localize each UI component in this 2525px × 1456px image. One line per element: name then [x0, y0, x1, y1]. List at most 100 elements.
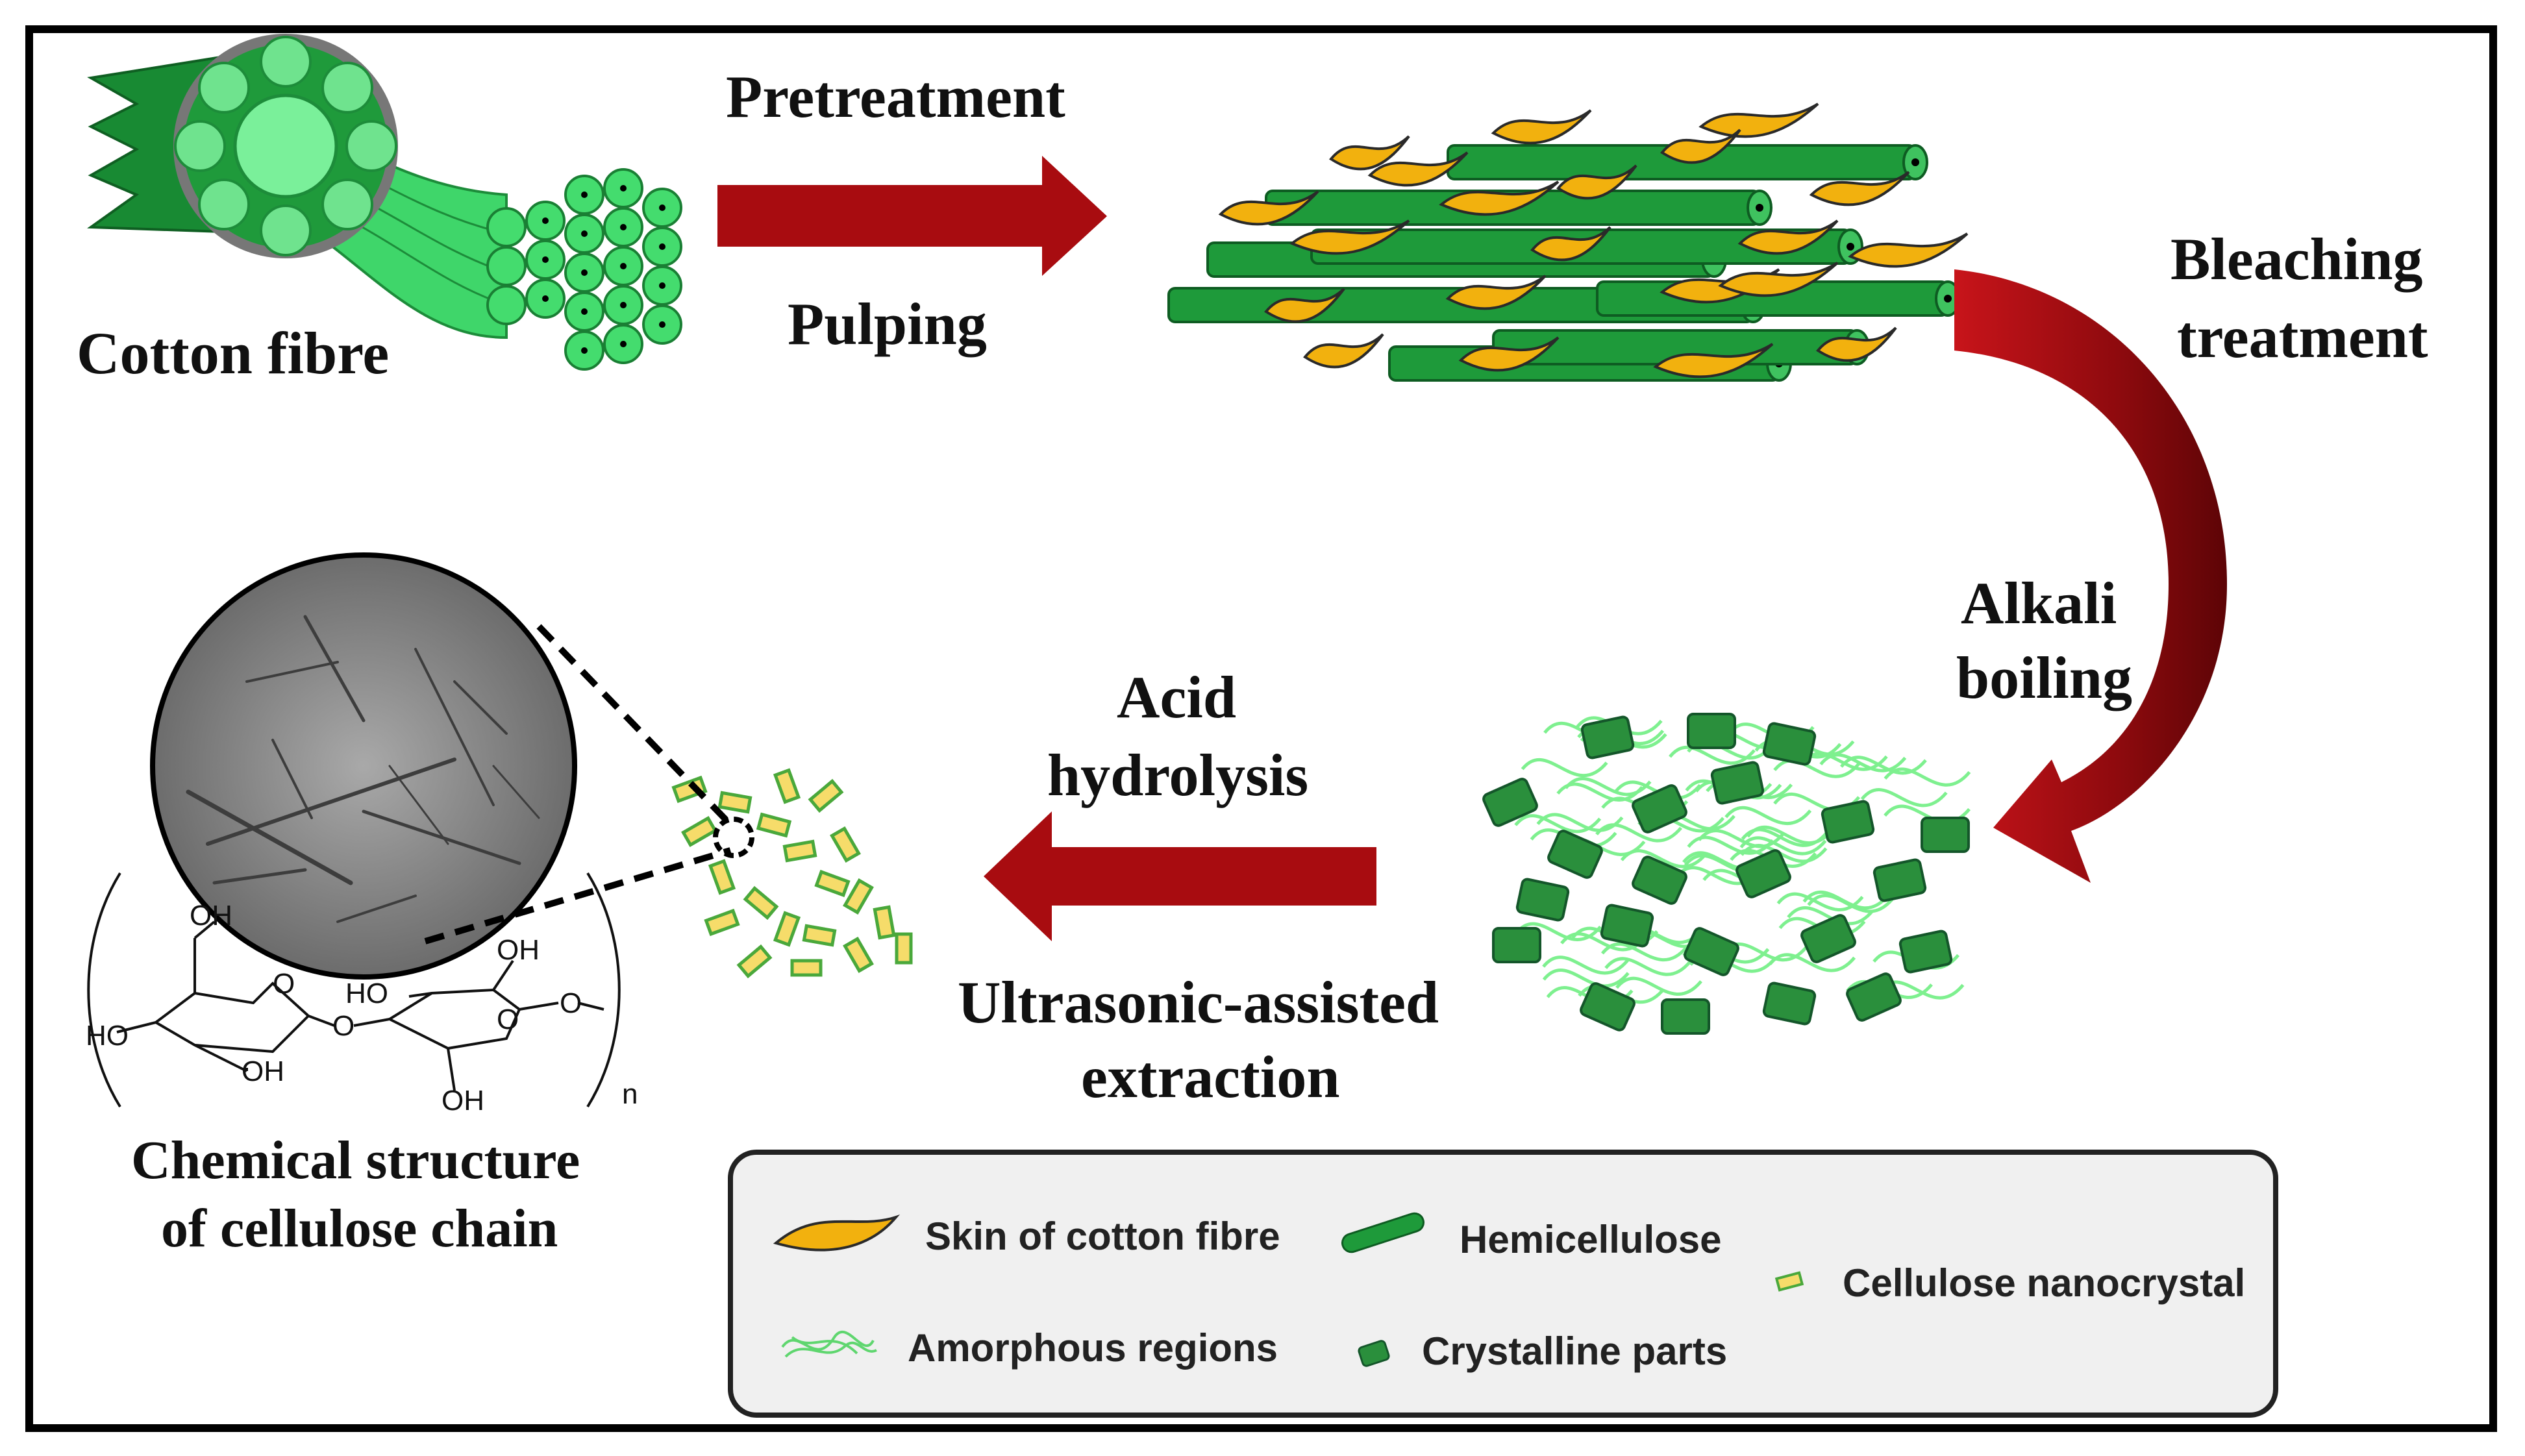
nanocrystal — [843, 878, 874, 915]
nanocrystal — [743, 885, 779, 920]
fibril-core — [542, 217, 549, 224]
skin-flake — [1809, 171, 1910, 206]
nanocrystal — [895, 932, 913, 965]
arrow-acid-hydrolysis — [984, 811, 1376, 941]
amorphous-strand — [1776, 892, 1864, 912]
skin-flake — [1530, 226, 1611, 262]
svg-text:HO: HO — [86, 1020, 129, 1052]
legend-panel: Skin of cotton fibre Hemicellulose Cellu… — [728, 1150, 2278, 1418]
fibril-core — [620, 224, 627, 230]
crystalline-block — [1762, 981, 1817, 1026]
skin-flake — [1303, 333, 1384, 369]
nanocrystal — [790, 959, 823, 977]
tem-nanofibre — [271, 739, 313, 819]
fibril-core — [659, 243, 665, 250]
tem-nanofibre — [212, 868, 307, 885]
amorphous-strand — [1615, 976, 1702, 996]
tube-core — [1944, 295, 1952, 302]
svg-text:O: O — [497, 1004, 519, 1035]
amorphous-strand — [1521, 758, 1608, 778]
crystalline-block — [1515, 878, 1570, 922]
tem-nanofibre — [245, 661, 339, 683]
amorphous-strand — [1595, 823, 1683, 843]
nanocrystal — [873, 905, 896, 940]
crystalline-block — [1600, 904, 1654, 948]
amorphous-strand — [1769, 953, 1856, 972]
label-alkali-1: Alkali — [1961, 570, 2117, 636]
tem-nanofibre — [414, 648, 495, 806]
crystalline-block — [1684, 927, 1739, 976]
nanocrystal — [802, 924, 837, 947]
fibril-core — [581, 269, 588, 276]
legend-nanocrystal-label: Cellulose nanocrystal — [1843, 1261, 2245, 1305]
skin-flake — [1556, 164, 1637, 200]
label-ultrasonic-2: extraction — [1081, 1044, 1340, 1110]
tube-core — [1847, 243, 1854, 251]
crystalline-block — [1661, 998, 1710, 1035]
crystalline-block — [1632, 784, 1687, 833]
crystalline-block — [1482, 778, 1538, 827]
svg-text:O: O — [332, 1010, 354, 1042]
crystalline-block — [1687, 713, 1736, 749]
crystalline-block — [1898, 930, 1953, 974]
label-chem-1: Chemical structure — [131, 1130, 580, 1191]
skin-flake — [1653, 343, 1774, 378]
amorphous-strand — [1604, 957, 1692, 976]
skin-flake — [1491, 109, 1592, 145]
fibril-core — [542, 295, 549, 302]
nanocrystal — [736, 944, 773, 979]
amorphous-strand — [1773, 759, 1861, 778]
nanocrystal — [843, 937, 874, 973]
crystalline-block — [1547, 830, 1603, 879]
skin-flake — [1218, 190, 1319, 226]
nanocrystal — [756, 812, 792, 838]
tem-nanofibre — [303, 615, 366, 722]
label-chem-2: of cellulose chain — [161, 1198, 558, 1259]
legend-hemicellulose-label: Hemicellulose — [1460, 1218, 1722, 1261]
nanocrystal — [708, 859, 736, 895]
amorphous-strand — [1620, 849, 1708, 869]
label-ultrasonic-1: Ultrasonic-assisted — [958, 969, 1439, 1035]
amorphous-strand — [1739, 836, 1827, 856]
skin-flake — [1458, 336, 1560, 372]
amorphous-strand — [1600, 942, 1688, 962]
crystalline-block — [1921, 817, 1970, 853]
crystalline-block — [1800, 914, 1856, 963]
amorphous-strand — [1697, 829, 1785, 848]
crystalline-block — [1492, 927, 1541, 963]
svg-text:OH: OH — [190, 900, 232, 932]
legend-crystalline-swatch — [1358, 1340, 1390, 1367]
skin-flake — [1329, 135, 1410, 171]
label-acid-1: Acid — [1117, 664, 1236, 730]
label-pretreatment: Pretreatment — [726, 64, 1065, 130]
amorphous-strand — [1542, 969, 1630, 988]
fibril-core — [620, 341, 627, 347]
amorphous-strand — [1724, 806, 1812, 826]
svg-text:OH: OH — [442, 1085, 484, 1117]
fibril-core — [659, 321, 665, 328]
skin-flake — [1816, 327, 1897, 362]
fibril — [486, 207, 527, 247]
amorphous-strand — [1515, 922, 1602, 941]
cellulose-chemical-structure — [87, 872, 621, 1108]
label-acid-2: hydrolysis — [1047, 742, 1308, 808]
amorphous-strand — [1542, 956, 1630, 975]
nanocrystal — [830, 826, 861, 863]
skin-flake — [1439, 180, 1560, 216]
svg-text:O: O — [560, 987, 582, 1019]
tube-core — [1911, 158, 1919, 166]
cellulose-nanocrystals — [671, 768, 913, 979]
tem-nanofibre — [492, 765, 540, 819]
svg-text:n: n — [622, 1078, 638, 1110]
legend-skin-swatch — [773, 1214, 901, 1252]
svg-text:HO: HO — [345, 978, 388, 1009]
nanocrystal — [671, 775, 708, 804]
amorphous-strand — [1536, 813, 1624, 832]
crystalline-block — [1632, 856, 1687, 905]
legend-nanocrystal-swatch — [1774, 1271, 1804, 1292]
fibril-core — [620, 302, 627, 308]
skin-flake — [1737, 219, 1839, 255]
fibril-core — [581, 347, 588, 354]
arrow-pretreatment — [717, 156, 1107, 276]
